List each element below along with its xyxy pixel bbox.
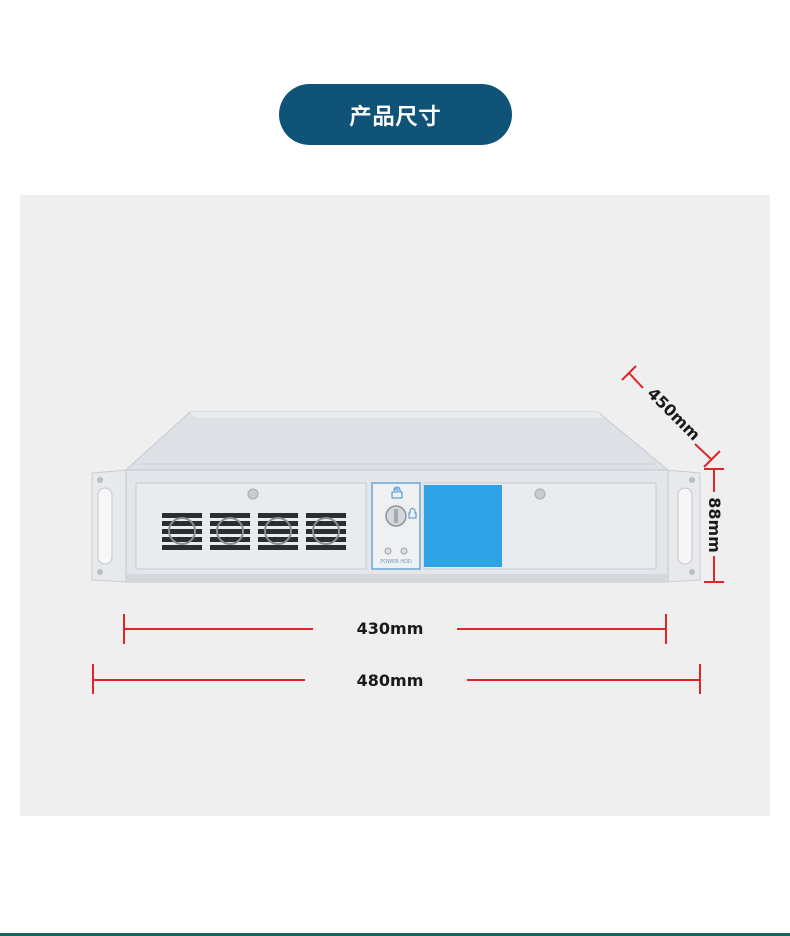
power-led (384, 547, 392, 555)
indicator-label: POWER HDD (380, 559, 412, 565)
inner-width-label: 430mm (357, 619, 424, 638)
outer-width-label: 480mm (357, 671, 424, 690)
inner-width-dimension-line (123, 614, 667, 644)
lock-icon (408, 508, 417, 519)
drive-bay-panel (424, 485, 502, 567)
height-label: 88mm (705, 497, 724, 553)
depth-label: 450mm (644, 384, 705, 445)
unlock-icon (391, 486, 403, 499)
outer-width-dimension-line (92, 664, 701, 694)
hdd-led (400, 547, 408, 555)
ventilation-grille (162, 513, 346, 550)
bottom-divider (0, 933, 790, 936)
chassis-top-lid (124, 411, 670, 471)
right-door-screw (534, 488, 546, 500)
height-dimension-line (704, 468, 724, 583)
depth-dimension-line (621, 365, 721, 468)
section-title: 产品尺寸 (279, 84, 512, 145)
left-door-screw (247, 488, 259, 500)
